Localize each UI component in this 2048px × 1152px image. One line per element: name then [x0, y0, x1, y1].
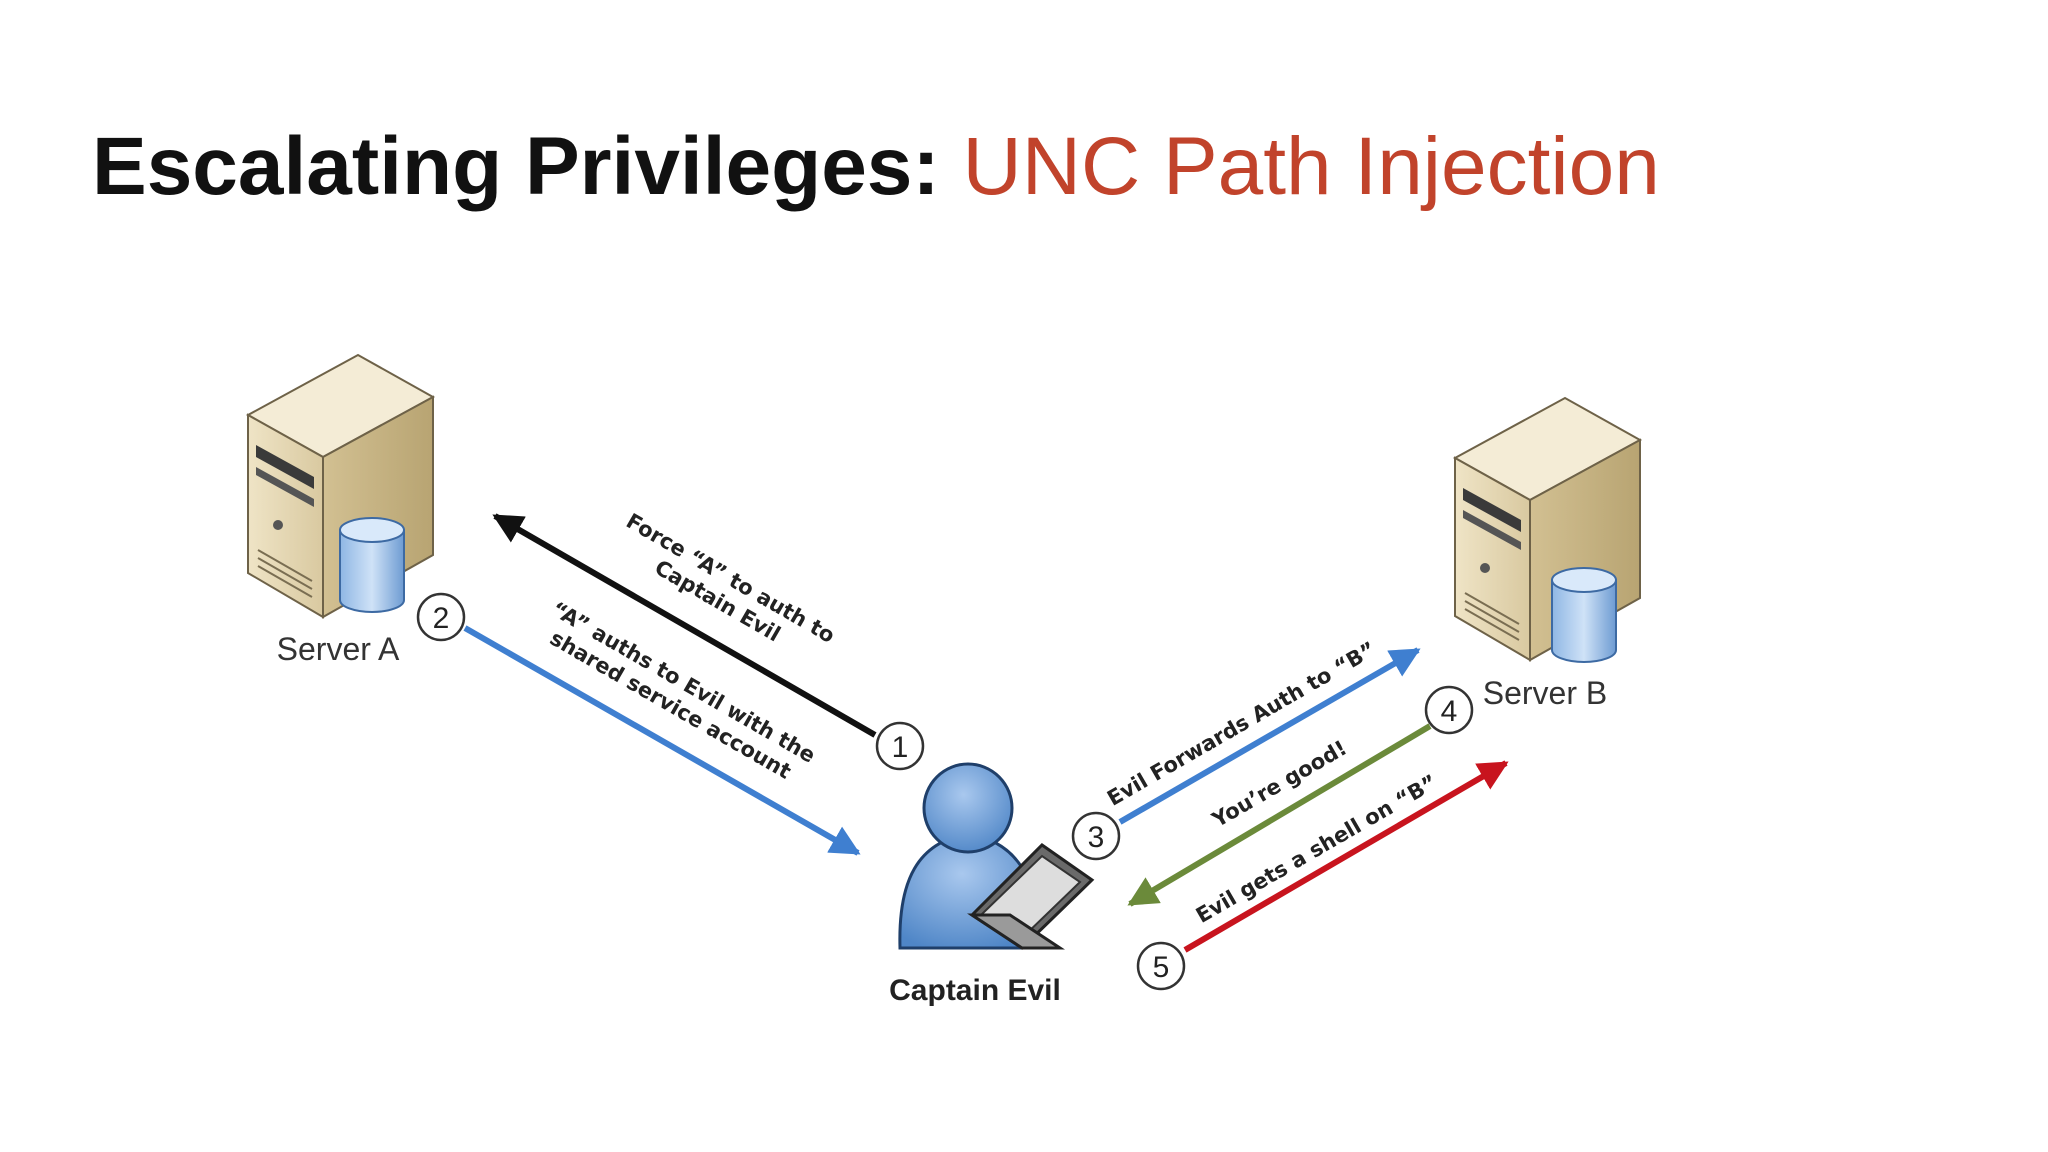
- step-badge-4: 4: [1424, 685, 1474, 735]
- step-number-3: 3: [1088, 821, 1105, 854]
- arrow-step-1: [492, 513, 877, 738]
- server-a-label: Server A: [277, 631, 400, 667]
- database-icon: [1551, 567, 1617, 663]
- step-number-5: 5: [1153, 951, 1170, 984]
- server-a: Server A: [245, 353, 436, 667]
- label-step-3-line-1: Evil Forwards Auth to “B”: [1103, 637, 1380, 811]
- server-b: Server B: [1452, 396, 1643, 711]
- step-number-1: 1: [892, 731, 909, 764]
- captain-evil: Captain Evil: [889, 762, 1095, 1007]
- page-title-accent: UNC Path Injection: [962, 121, 1660, 212]
- server-b-label: Server B: [1483, 675, 1607, 711]
- server-icon: [245, 353, 436, 619]
- captain-evil-label: Captain Evil: [889, 974, 1061, 1007]
- page-title-prefix: Escalating Privileges:: [92, 121, 940, 212]
- arrow-step-4: [1127, 723, 1432, 907]
- step-badge-5: 5: [1136, 941, 1186, 991]
- step-badge-3: 3: [1071, 811, 1121, 861]
- arrow-step-2: [463, 625, 861, 856]
- step-badge-1: 1: [875, 721, 925, 771]
- step-number-4: 4: [1441, 695, 1458, 728]
- arrow-step-5: [1183, 760, 1509, 953]
- user-with-laptop-icon: [898, 762, 1095, 950]
- step-badge-2: 2: [416, 592, 466, 642]
- label-step-3: Evil Forwards Auth to “B”: [1103, 637, 1380, 811]
- step-number-2: 2: [433, 602, 450, 635]
- arrow-step-3: [1118, 647, 1421, 825]
- database-icon: [339, 517, 405, 613]
- label-step-2-line-2: shared service account: [546, 626, 795, 784]
- page-title: Escalating Privileges: UNC Path Injectio…: [92, 120, 1660, 214]
